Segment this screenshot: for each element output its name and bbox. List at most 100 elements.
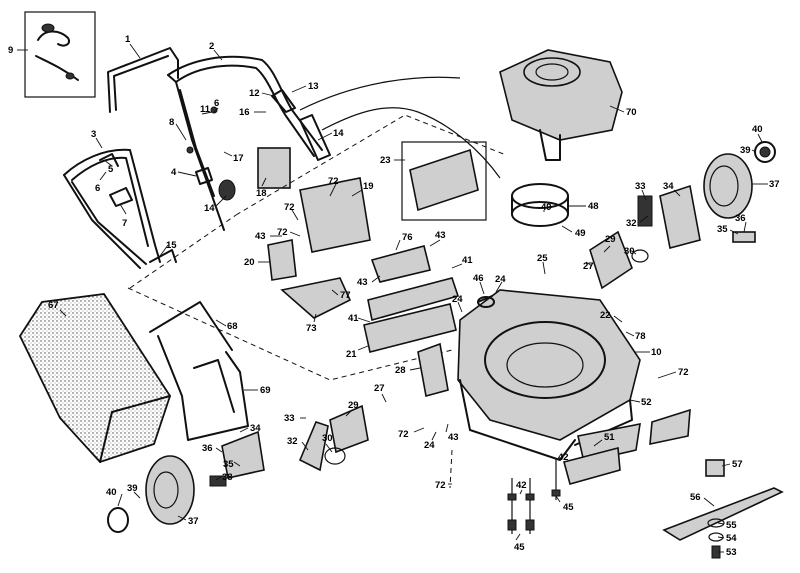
callout: 55 [717, 520, 737, 531]
callout-label: 48 [588, 201, 599, 212]
callout: 35 [223, 459, 241, 470]
callout: 22 [600, 310, 623, 323]
right-wheel-assembly [589, 141, 776, 290]
callout: 37 [752, 179, 780, 190]
handle-small-parts [99, 89, 331, 263]
callout-label: 37 [188, 516, 199, 527]
callout-label: 72 [435, 480, 446, 491]
callout: 28 [395, 365, 421, 376]
callout-label: 3 [91, 129, 96, 140]
callout-label: 36 [202, 443, 213, 454]
callout: 10 [634, 347, 662, 358]
callout: 51 [593, 432, 615, 447]
callout: 14 [204, 195, 227, 214]
callout: 39 [740, 145, 757, 156]
callout: 25 [537, 253, 548, 275]
callout-label: 32 [287, 436, 298, 447]
callout-label: 43 [435, 230, 446, 241]
callout: 6 [213, 98, 219, 113]
callout: 43 [445, 423, 459, 443]
callout: 45 [514, 533, 525, 553]
callout-label: 10 [651, 347, 662, 358]
callout: 13 [291, 81, 319, 93]
callout: 67 [48, 300, 67, 317]
callout-label: 35 [717, 224, 728, 235]
callout-label: 78 [635, 331, 646, 342]
callout: 33 [284, 413, 306, 424]
callout: 32 [287, 436, 309, 451]
callout: 72 [657, 367, 689, 379]
callout-label: 27 [374, 383, 385, 394]
callout-label: 15 [166, 240, 177, 251]
callout: 37 [177, 515, 199, 527]
inset-box [24, 11, 96, 98]
callout: 24 [495, 274, 506, 293]
callout: 76 [395, 232, 413, 251]
callout: 77 [331, 289, 351, 301]
callout: 41 [451, 255, 473, 269]
callout: 68 [215, 319, 238, 332]
left-wheel-assembly [107, 404, 369, 533]
callout-label: 45 [563, 502, 574, 513]
callout: 49 [541, 202, 552, 213]
callout-label: 1 [125, 34, 131, 45]
callout-label: 40 [752, 124, 763, 135]
callout-label: 51 [604, 432, 615, 443]
callout-label: 2 [209, 41, 214, 52]
callout: 40 [752, 124, 763, 143]
callout-label: 5 [108, 164, 114, 175]
callout: 24 [424, 431, 437, 451]
callout-label: 72 [277, 227, 288, 238]
callout-label: 30 [624, 246, 635, 257]
callout: 38 [215, 472, 233, 483]
callout: 11 [200, 104, 213, 115]
callout-label: 12 [249, 88, 260, 99]
callout-label: 56 [690, 492, 701, 503]
callout: 72 [435, 480, 452, 491]
callout-label: 4 [171, 167, 177, 178]
callout-label: 77 [340, 290, 351, 301]
callout: 36 [202, 443, 223, 454]
callout-label: 34 [250, 423, 261, 434]
callout: 41 [348, 313, 371, 324]
callout-label: 36 [735, 213, 746, 224]
callout-label: 73 [306, 323, 317, 334]
callout-label: 72 [328, 176, 339, 187]
callout-label: 70 [626, 107, 637, 118]
callout: 35 [717, 224, 739, 235]
throttle-cable [299, 76, 501, 179]
callout: 5 [103, 159, 114, 175]
callout-label: 52 [641, 397, 652, 408]
callout: 72 [398, 427, 425, 440]
callout: 53 [718, 547, 737, 558]
upper-handle-1 [107, 47, 179, 113]
callout: 52 [629, 397, 652, 408]
callout: 23 [380, 155, 405, 166]
callout: 33 [635, 181, 647, 201]
callout-label: 67 [48, 300, 59, 311]
callout: 24 [452, 294, 463, 313]
callout: 16 [239, 107, 266, 118]
callout: 43 [357, 275, 381, 288]
callout-label: 72 [678, 367, 689, 378]
callout: 56 [690, 492, 715, 507]
bag-frame [149, 301, 249, 441]
control-brackets [267, 177, 460, 353]
callout-label: 49 [541, 202, 552, 213]
mower-deck [457, 289, 641, 461]
callout: 78 [625, 331, 646, 342]
callout: 40 [106, 487, 123, 507]
callout-label: 27 [583, 261, 594, 272]
callout-label: 19 [363, 181, 374, 192]
callout: 1 [125, 34, 141, 59]
callout: 30 [322, 433, 333, 453]
callout-label: 53 [726, 547, 737, 558]
callout-label: 11 [200, 104, 211, 115]
callout: 70 [609, 105, 637, 118]
side-parts [417, 295, 691, 485]
callout-label: 8 [169, 117, 174, 128]
callout-label: 43 [255, 231, 266, 242]
callout-label: 33 [284, 413, 295, 424]
callout-layer: 9 1 2 13 12 16 11 6 8 14 17 4 14 18 3 5 … [8, 34, 780, 558]
